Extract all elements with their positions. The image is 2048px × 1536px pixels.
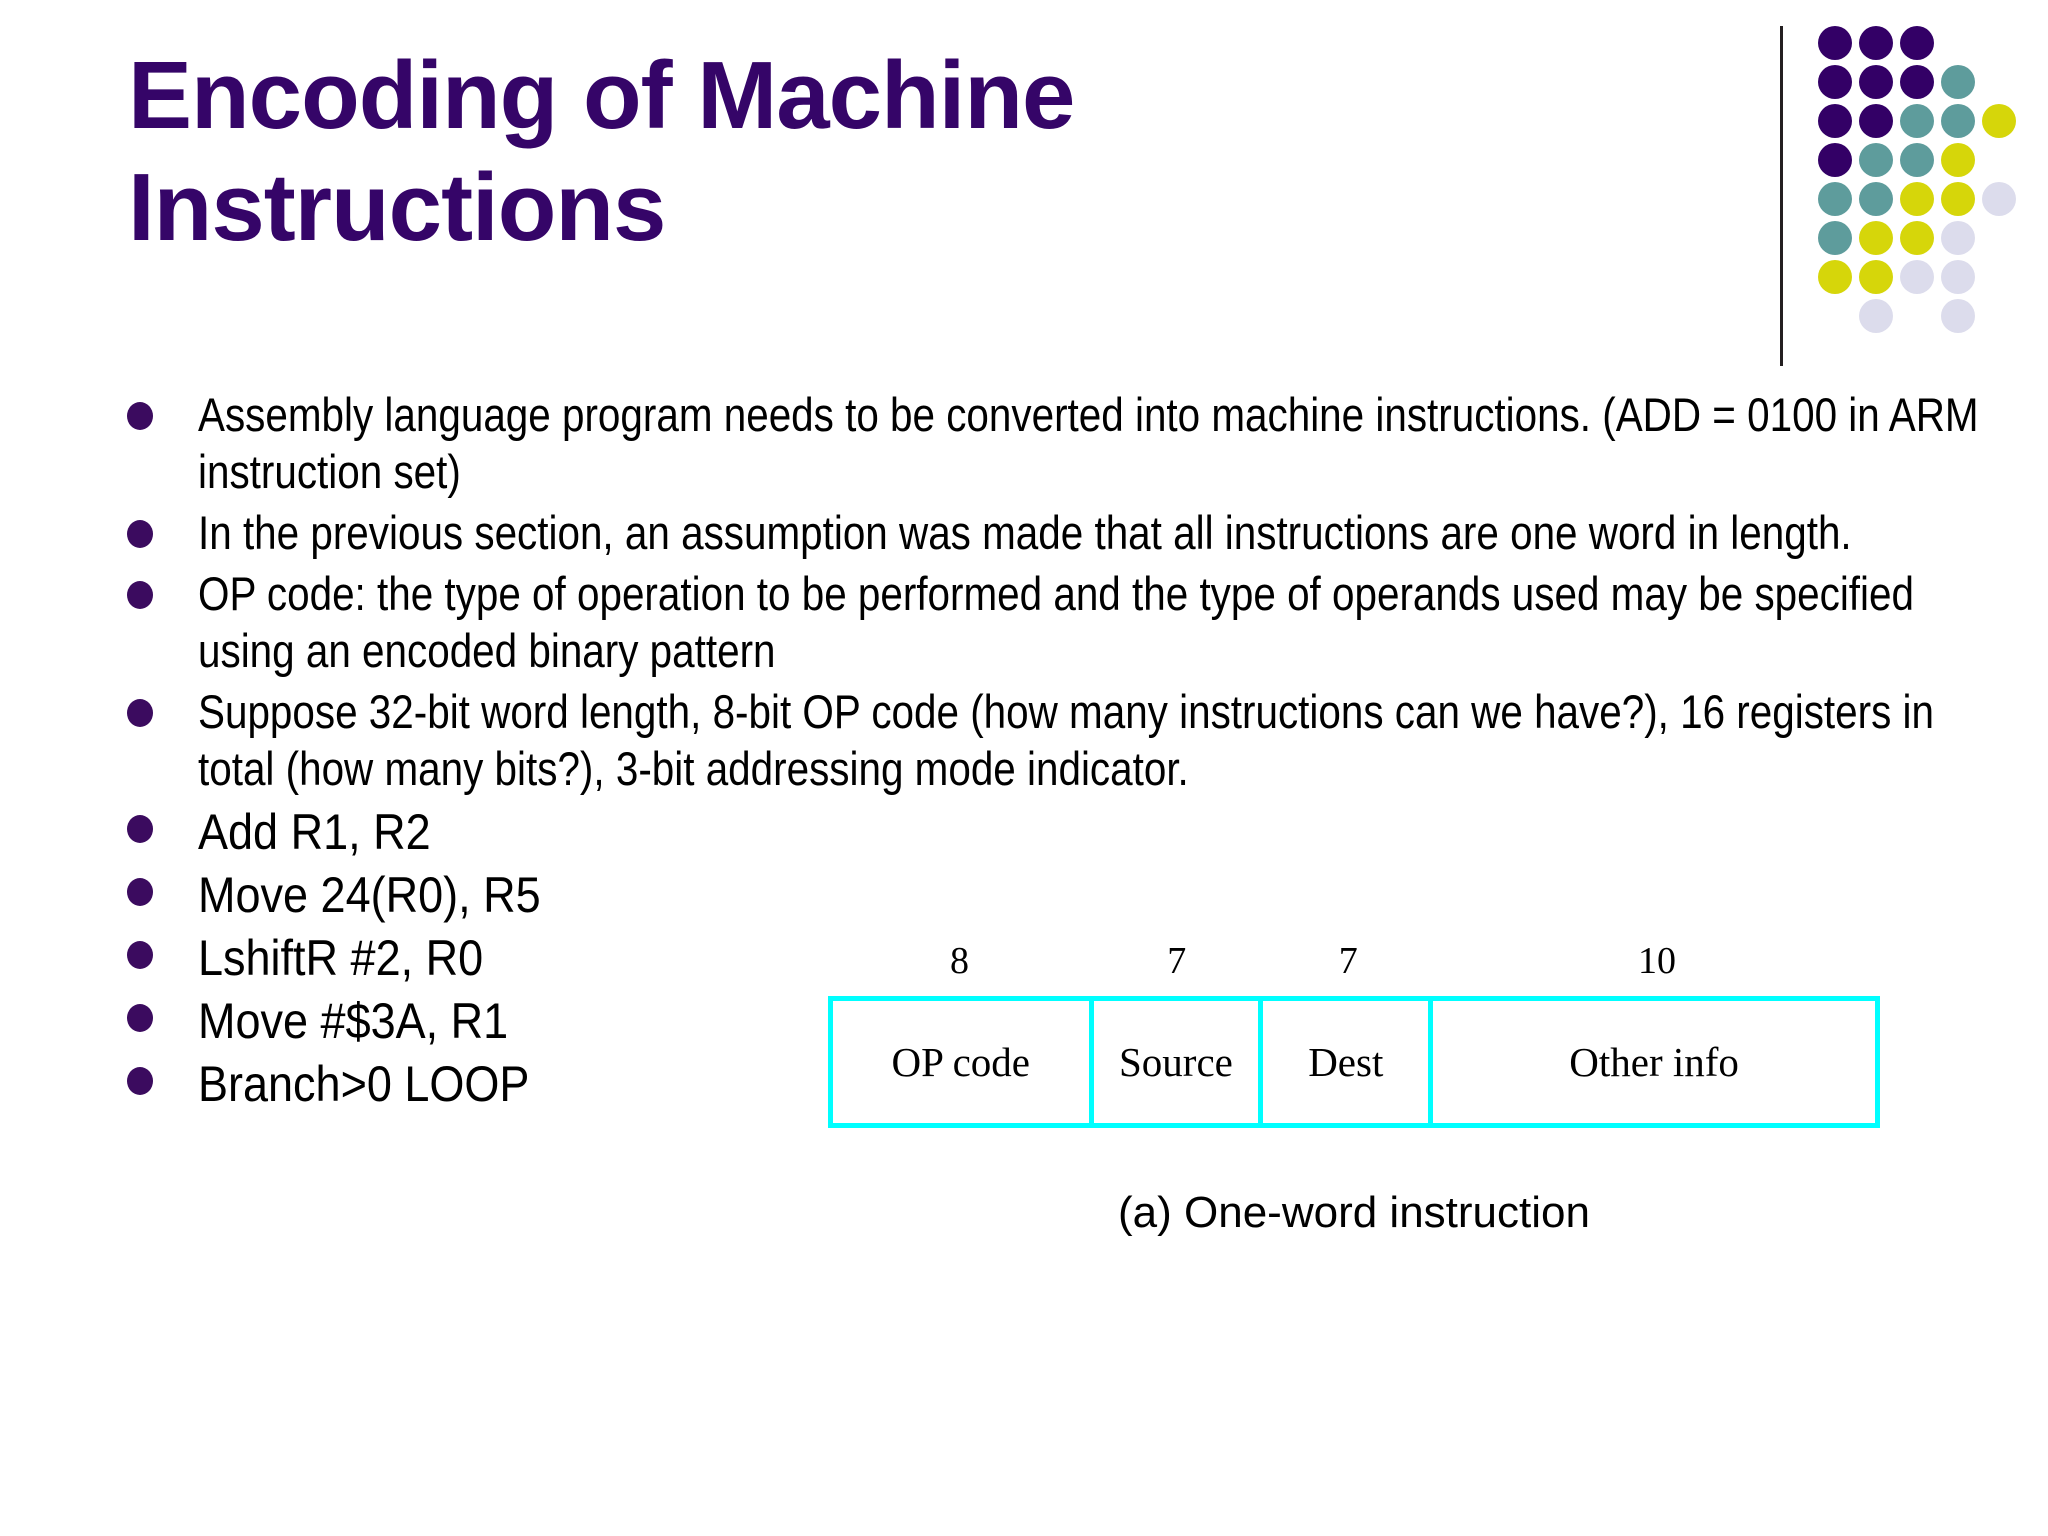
bullet-instruction-3: Move #$3A, R1	[110, 990, 1940, 1053]
bullet-marker-icon	[127, 520, 153, 548]
logo-dot-yellow	[1900, 182, 1934, 216]
bullet-text: Move #$3A, R1	[198, 993, 509, 1049]
logo-dot-teal	[1818, 182, 1852, 216]
bullet-instruction-2: LshiftR #2, R0	[110, 927, 1940, 990]
bullet-marker-icon	[127, 941, 153, 969]
bit-width-label-3: 10	[1637, 940, 1676, 982]
logo-dot-lavender	[1982, 182, 2016, 216]
format-field-0: OP code	[833, 1001, 1094, 1123]
logo-dot-purple	[1818, 143, 1852, 177]
logo-dot-teal	[1900, 104, 1934, 138]
bullet-instruction-4: Branch>0 LOOP	[110, 1053, 1940, 1116]
bullet-marker-icon	[127, 402, 153, 430]
logo-dot-teal	[1859, 182, 1893, 216]
bullet-paragraph-1: In the previous section, an assumption w…	[110, 504, 1940, 561]
bullet-marker-icon	[127, 1004, 153, 1032]
title-line-2: Instructions	[128, 154, 666, 261]
bullet-marker-icon	[127, 581, 153, 609]
logo-dot-lavender	[1941, 299, 1975, 333]
logo-dot-purple	[1859, 104, 1893, 138]
bit-width-label-1: 7	[1167, 940, 1187, 982]
logo-dot-yellow	[1900, 221, 1934, 255]
diagram-caption: (a) One-word instruction	[1118, 1188, 1590, 1237]
bullet-marker-icon	[127, 1067, 153, 1095]
logo-dot-purple	[1818, 26, 1852, 60]
logo-dot-purple	[1818, 65, 1852, 99]
title-line-1: Encoding of Machine	[128, 42, 1075, 149]
page-title: Encoding of Machine Instructions	[128, 40, 1328, 264]
format-field-1: Source	[1094, 1001, 1264, 1123]
bullet-text: OP code: the type of operation to be per…	[198, 567, 1914, 677]
bullet-paragraph-3: Suppose 32-bit word length, 8-bit OP cod…	[110, 683, 1940, 797]
bullet-list: Assembly language program needs to be co…	[110, 386, 1979, 1116]
logo-dot-teal	[1818, 221, 1852, 255]
format-field-2: Dest	[1263, 1001, 1434, 1123]
logo-dot-lavender	[1941, 260, 1975, 294]
bullet-text: Add R1, R2	[198, 804, 431, 860]
bullet-text: Move 24(R0), R5	[198, 867, 541, 923]
bit-width-label-2: 7	[1338, 940, 1358, 982]
bullet-marker-icon	[127, 699, 153, 727]
logo-dot-yellow	[1941, 182, 1975, 216]
logo-dot-teal	[1900, 143, 1934, 177]
bullet-instruction-1: Move 24(R0), R5	[110, 864, 1940, 927]
bullet-text: Suppose 32-bit word length, 8-bit OP cod…	[198, 685, 1934, 795]
logo-dot-teal	[1941, 65, 1975, 99]
format-field-3: Other info	[1569, 1039, 1739, 1085]
logo-dot-yellow	[1941, 143, 1975, 177]
logo-dot-purple	[1859, 26, 1893, 60]
bullet-paragraph-2: OP code: the type of operation to be per…	[110, 565, 1940, 679]
logo-dot-lavender	[1859, 299, 1893, 333]
logo-dot-teal	[1859, 143, 1893, 177]
logo-dot-yellow	[1818, 260, 1852, 294]
bullet-marker-icon	[127, 815, 153, 843]
dot-matrix-logo-icon	[1818, 26, 2038, 336]
logo-dot-yellow	[1859, 260, 1893, 294]
bullet-paragraph-0: Assembly language program needs to be co…	[110, 386, 1979, 500]
bullet-text: In the previous section, an assumption w…	[198, 506, 1852, 559]
bit-width-label-0: 8	[950, 940, 969, 982]
logo-dot-purple	[1900, 26, 1934, 60]
bullet-text: Branch>0 LOOP	[198, 1056, 530, 1112]
logo-dot-yellow	[1859, 221, 1893, 255]
logo-dot-lavender	[1941, 221, 1975, 255]
logo-dot-purple	[1818, 104, 1852, 138]
bullet-text: Assembly language program needs to be co…	[198, 388, 1979, 498]
logo-dot-yellow	[1982, 104, 2016, 138]
bullet-text: LshiftR #2, R0	[198, 930, 484, 986]
logo-dot-purple	[1859, 65, 1893, 99]
bit-width-labels: 8 7 7 10	[828, 940, 1880, 996]
logo-dot-teal	[1941, 104, 1975, 138]
bullet-instruction-0: Add R1, R2	[110, 801, 1940, 864]
logo-divider-rule	[1780, 26, 1783, 366]
logo-dot-purple	[1900, 65, 1934, 99]
logo-dot-lavender	[1900, 260, 1934, 294]
bullet-marker-icon	[127, 878, 153, 906]
